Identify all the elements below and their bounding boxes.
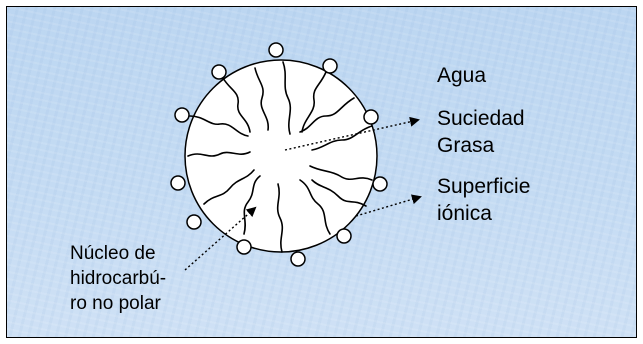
label-nucleo-line3: ro no polar xyxy=(70,292,161,315)
polar-head xyxy=(373,177,387,191)
polar-head xyxy=(171,176,185,190)
polar-head xyxy=(175,108,189,122)
label-suciedad: Suciedad xyxy=(437,106,525,131)
label-ionica: iónica xyxy=(437,201,492,221)
polar-head xyxy=(323,59,337,73)
label-ionica-clip: iónica xyxy=(437,201,557,221)
polar-head xyxy=(364,110,378,124)
polar-head xyxy=(237,240,251,254)
label-grasa: Grasa xyxy=(437,133,494,158)
label-nucleo-line2: hidrocarbú- xyxy=(70,267,166,290)
label-superficie: Superficie xyxy=(437,174,530,199)
label-nucleo-line1: Núcleo de xyxy=(70,242,156,265)
polar-head xyxy=(187,215,201,229)
label-agua: Agua xyxy=(437,63,486,88)
polar-head xyxy=(337,229,351,243)
polar-head xyxy=(291,252,305,266)
polar-head xyxy=(269,43,283,57)
polar-head xyxy=(212,65,226,79)
